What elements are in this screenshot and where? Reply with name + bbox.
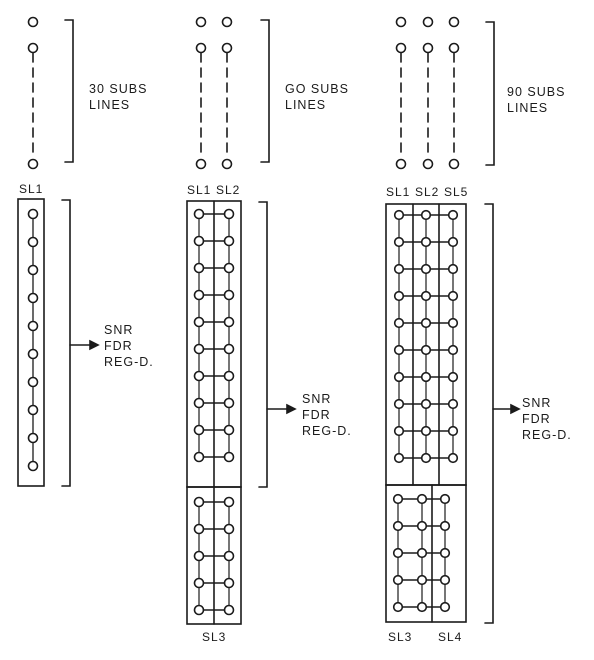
bottom-label-sl3: SL3 — [202, 630, 226, 644]
terminal-circle — [27, 236, 39, 248]
top-terminal-column-sl1 — [395, 16, 407, 170]
feeder-label-line2: FDR — [302, 408, 331, 422]
top-terminal-column-sl1 — [195, 16, 207, 170]
terminal-circle — [27, 432, 39, 444]
terminal-circle — [27, 264, 39, 276]
terminal-circle — [27, 208, 39, 220]
column-label-sl2: SL2 — [216, 183, 240, 197]
frame-terminal-column — [27, 208, 39, 472]
capacity-label-line2: LINES — [285, 98, 326, 112]
column-label-sl5: SL5 — [444, 185, 468, 199]
column-label-sl1: SL1 — [386, 185, 410, 199]
frame-outline — [17, 198, 45, 487]
capacity-label-line1: 30 SUBS — [89, 82, 147, 96]
terminal-circle — [27, 42, 39, 54]
panel-30-subs — [17, 16, 100, 487]
terminal-circle — [27, 16, 39, 28]
bracket-feeder — [258, 201, 268, 488]
terminal-circle — [27, 348, 39, 360]
frame-terminal-pairs — [193, 208, 235, 616]
feeder-label-line3: REG-D. — [522, 428, 572, 442]
column-label-sl1: SL1 — [19, 182, 43, 196]
arrowhead-icon — [510, 403, 521, 415]
capacity-label-line1: GO SUBS — [285, 82, 349, 96]
feeder-label-line1: SNR — [522, 396, 551, 410]
feeder-label-line3: REG-D. — [302, 424, 352, 438]
terminal-circle — [27, 376, 39, 388]
terminal-circle — [221, 42, 233, 54]
column-label-sl1: SL1 — [187, 183, 211, 197]
terminal-circle — [27, 404, 39, 416]
panel-60-subs — [186, 16, 297, 625]
top-terminal-column-sl5 — [448, 16, 460, 170]
top-terminal-column-sl2 — [422, 16, 434, 170]
terminal-circle — [221, 16, 233, 28]
bottom-label-sl4: SL4 — [438, 630, 462, 644]
frame-lower-outline — [385, 484, 467, 623]
feeder-label-line2: FDR — [522, 412, 551, 426]
column-label-sl2: SL2 — [415, 185, 439, 199]
terminal-circle — [27, 158, 39, 170]
bottom-label-sl3: SL3 — [388, 630, 412, 644]
terminal-circle — [27, 292, 39, 304]
terminal-circle — [221, 158, 233, 170]
capacity-label-line1: 90 SUBS — [507, 85, 565, 99]
frame-terminal-triples — [392, 209, 459, 613]
feeder-label-line2: FDR — [104, 339, 133, 353]
terminal-circle — [195, 42, 207, 54]
terminal-circle — [195, 158, 207, 170]
capacity-label-line2: LINES — [89, 98, 130, 112]
arrowhead-icon — [89, 339, 100, 351]
bracket-capacity — [260, 19, 270, 163]
terminal-circle — [195, 16, 207, 28]
feeder-label-line1: SNR — [104, 323, 133, 337]
feeder-label-line3: REG-D. — [104, 355, 154, 369]
top-terminal-column-sl2 — [221, 16, 233, 170]
panel-90-subs — [385, 16, 521, 624]
bracket-feeder — [61, 199, 71, 487]
terminal-circle — [27, 460, 39, 472]
bracket-capacity — [485, 21, 495, 166]
bracket-capacity — [64, 19, 74, 163]
feeder-label-line1: SNR — [302, 392, 331, 406]
bracket-feeder — [484, 203, 494, 624]
arrowhead-icon — [286, 403, 297, 415]
terminal-circle — [27, 320, 39, 332]
top-terminal-column-sl1 — [27, 16, 39, 170]
capacity-label-line2: LINES — [507, 101, 548, 115]
